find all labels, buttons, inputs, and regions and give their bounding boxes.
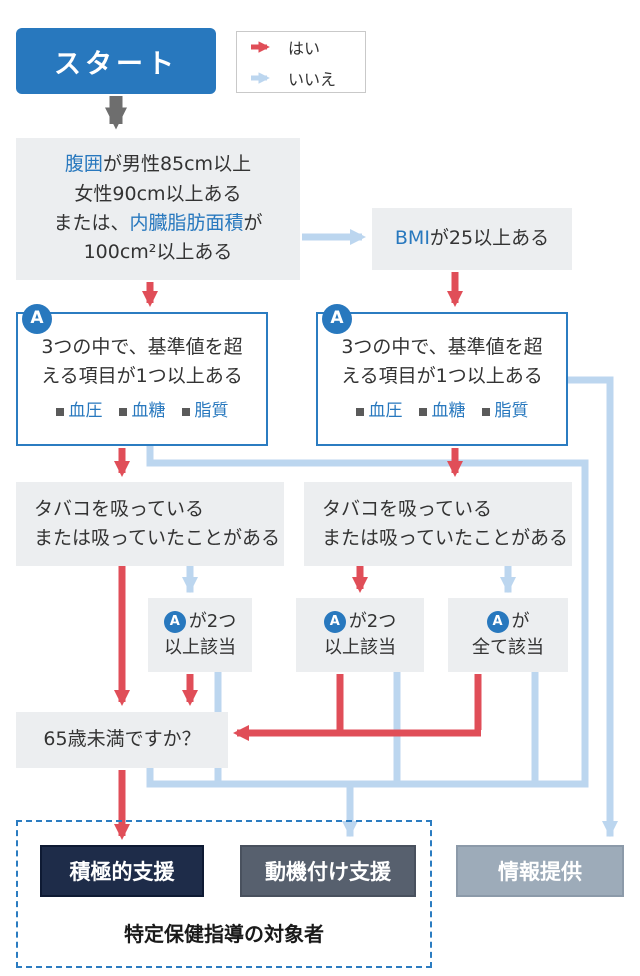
result-active-support: 積極的支援 xyxy=(40,845,204,897)
bullet-square-icon xyxy=(481,408,490,416)
criteria-line-1: 3つの中で、基準値を超 xyxy=(341,336,543,359)
smoking-box-right: タバコを吸っている または吸っていたことがある xyxy=(304,482,572,566)
a-badge: A xyxy=(22,304,52,334)
yes-arrows-group xyxy=(113,272,482,841)
bullet-square-icon xyxy=(118,408,127,416)
a-badge-small: A xyxy=(486,610,509,633)
bullet-square-icon xyxy=(355,408,364,416)
bullet-square-icon xyxy=(55,408,64,416)
criteria-line-1: 3つの中で、基準値を超 xyxy=(41,336,243,359)
bmi-term: BMI xyxy=(394,227,430,250)
start-button: スタート xyxy=(16,28,216,94)
waist-line-4: 100cm²以上ある xyxy=(83,241,233,264)
a-badge-small: A xyxy=(323,610,346,633)
no-arrow-icon xyxy=(251,71,270,84)
criteria-items: 血圧 血糖 脂質 xyxy=(355,399,529,425)
legend-yes-row: はい xyxy=(249,35,365,59)
a-badge-small: A xyxy=(163,610,186,633)
guidance-target-caption: 特定保健指導の対象者 xyxy=(124,922,324,946)
yes-arrow-icon xyxy=(251,40,270,53)
a-badge: A xyxy=(322,304,352,334)
guidance-target-container xyxy=(16,820,432,968)
wire-no-criteria-left-down xyxy=(146,444,589,788)
criteria-item-glucose: 血糖 xyxy=(418,399,466,425)
criteria-items: 血圧 血糖 脂質 xyxy=(55,399,229,425)
bullet-square-icon xyxy=(418,408,427,416)
waist-term: 腹囲 xyxy=(64,153,103,176)
waist-line-3: または、内臓脂肪面積が xyxy=(53,212,263,234)
bullet-square-icon xyxy=(181,408,190,416)
criteria-box-right: A 3つの中で、基準値を超 える項目が1つ以上ある 血圧 血糖 脂質 xyxy=(316,304,568,446)
legend-no-label: いいえ xyxy=(288,69,337,89)
criteria-item-bp: 血圧 xyxy=(355,399,403,425)
criteria-item-glucose: 血糖 xyxy=(118,399,166,425)
criteria-item-lipid: 脂質 xyxy=(481,399,529,425)
criteria-item-bp: 血圧 xyxy=(55,399,103,425)
no-arrows-group xyxy=(146,228,619,838)
criteria-box-left: A 3つの中で、基準値を超 える項目が1つ以上ある 血圧 血糖 脂質 xyxy=(16,304,268,446)
waist-line-2: 女性90cm以上ある xyxy=(74,182,242,205)
age-question-box: 65歳未満ですか？ xyxy=(16,712,228,768)
waist-line-1: 腹囲が男性85cm以上 xyxy=(64,153,252,176)
criteria-item-lipid: 脂質 xyxy=(181,399,229,425)
wire-no-age-down xyxy=(146,766,589,788)
result-information-provision: 情報提供 xyxy=(456,845,624,897)
criteria-line-2: える項目が1つ以上ある xyxy=(341,364,543,387)
legend-yes-label: はい xyxy=(288,38,321,58)
waist-condition-box: 腹囲が男性85cm以上 女性90cm以上ある または、内臓脂肪面積が 100cm… xyxy=(16,138,300,280)
criteria-line-2: える項目が1つ以上ある xyxy=(41,364,243,387)
legend-no-row: いいえ xyxy=(249,66,365,90)
start-label: スタート xyxy=(54,48,178,80)
smoking-box-left: タバコを吸っている または吸っていたことがある xyxy=(16,482,284,566)
visceral-fat-term: 内臓脂肪面積 xyxy=(129,212,244,234)
legend-box: はい いいえ xyxy=(236,31,366,93)
result-motivational-support: 動機付け支援 xyxy=(240,845,416,897)
